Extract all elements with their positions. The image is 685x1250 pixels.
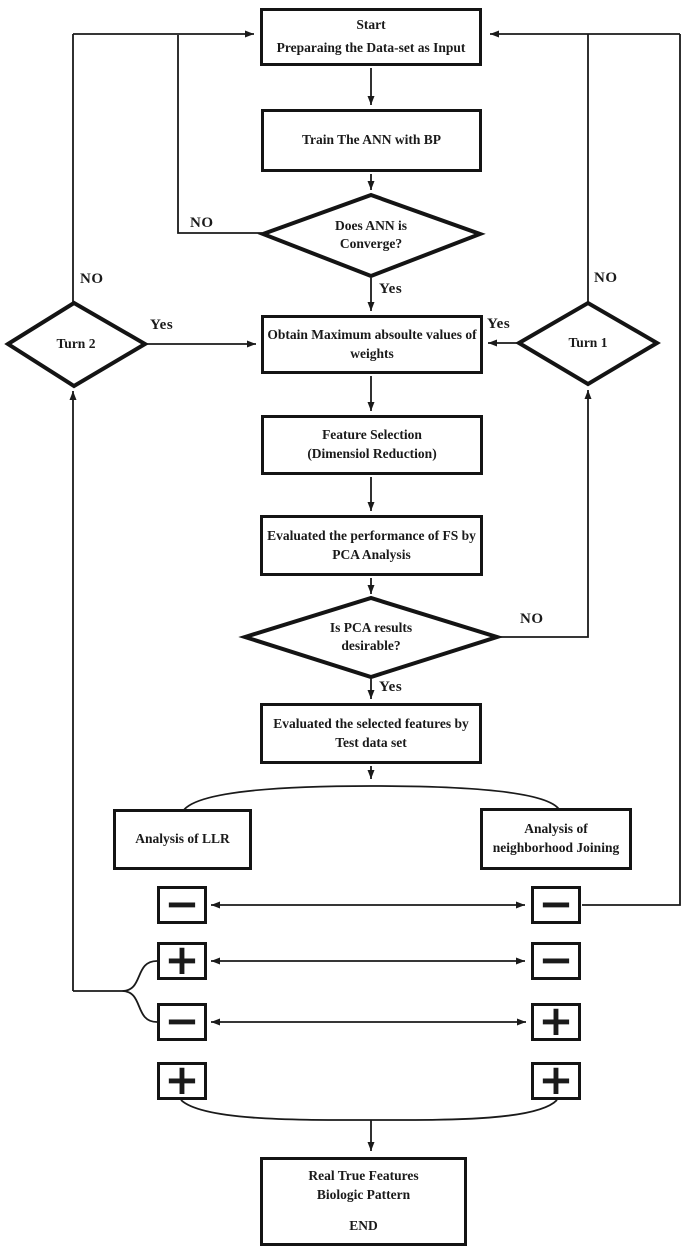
sign-row3-right: + [531, 1000, 581, 1042]
node-analysis-neighborhood: Analysis of neighborhood Joining [480, 808, 632, 870]
start-subtitle: Preparaing the Data-set as Input [276, 40, 466, 55]
evalfs-line1: Evaluated the performance of FS by [267, 527, 476, 543]
node-end: Real True Features Biologic Pattern END [260, 1157, 467, 1246]
sign-row2-right: − [531, 939, 581, 981]
node-eval-selected: Evaluated the selected features by Test … [260, 703, 482, 764]
node-analysis-llr: Analysis of LLR [113, 809, 252, 870]
converge-line1: Does ANN is [334, 217, 407, 233]
label-pca-yes: Yes [379, 679, 403, 695]
label-converge-no: NO [190, 215, 214, 231]
turn2-text: Turn 2 [56, 335, 96, 351]
edge-split-arc [181, 785, 561, 814]
train-label: Train The ANN with BP [301, 132, 442, 148]
edge-pca-no-turn1 [498, 390, 592, 638]
sign-row3-left: − [157, 1000, 207, 1042]
sign-row2-left: + [157, 939, 207, 981]
label-pca-no: NO [520, 611, 544, 627]
node-eval-fs-pca: Evaluated the performance of FS by PCA A… [260, 515, 483, 576]
obtain-line1: Obtain Maximum absoulte values of [267, 326, 477, 342]
diamond-converge [257, 192, 486, 279]
end-label: END [349, 1218, 378, 1234]
diamond-turn1 [515, 300, 661, 387]
label-turn2-yes: Yes [150, 317, 174, 333]
llr-label: Analysis of LLR [135, 831, 230, 847]
node-obtain-weights: Obtain Maximum absoulte values of weight… [261, 315, 483, 374]
edge-bottom-merge-arc [180, 1099, 558, 1121]
label-turn1-yes: Yes [487, 316, 511, 332]
edge-brace-curly [121, 960, 158, 1023]
obtain-line2: weights [350, 345, 394, 361]
sign-row4-left: + [157, 1059, 207, 1101]
evalsel-line1: Evaluated the selected features by [273, 715, 469, 731]
nj-line1: Analysis of [524, 821, 588, 837]
label-turn2-no: NO [80, 271, 104, 287]
diamond-pca [238, 595, 504, 680]
turn2-label: Turn 2 [26, 331, 126, 357]
turn1-label: Turn 1 [538, 330, 638, 356]
evalsel-line2: Test data set [335, 734, 407, 750]
converge-line2: Converge? [339, 236, 403, 251]
node-start: Start Preparaing the Data-set as Input [260, 8, 482, 66]
diamond-turn2 [4, 300, 149, 389]
nj-line2: neighborhood Joining [492, 840, 620, 855]
edge-converge-no-loop [177, 35, 262, 234]
label-converge-yes: Yes [379, 281, 403, 297]
fs-line2: (Dimensiol Reduction) [307, 446, 437, 461]
start-title: Start [356, 17, 386, 33]
fs-line1: Feature Selection [322, 427, 422, 443]
converge-question: Does ANN is Converge? [291, 214, 451, 256]
sign-row1-right: − [531, 883, 581, 925]
sign-row1-left: − [157, 883, 207, 925]
label-turn1-no: NO [594, 270, 618, 286]
node-train: Train The ANN with BP [261, 109, 482, 172]
node-feature-selection: Feature Selection (Dimensiol Reduction) [261, 415, 483, 475]
end-line1: Real True Features [308, 1167, 419, 1183]
pca-question: Is PCA results desirable? [291, 616, 451, 658]
end-line2: Biologic Pattern [316, 1186, 411, 1202]
turn1-text: Turn 1 [568, 334, 608, 350]
sign-row4-right: + [531, 1059, 581, 1101]
evalfs-line2: PCA Analysis [332, 546, 411, 562]
pca-line1: Is PCA results [329, 619, 413, 635]
pca-line2: desirable? [341, 638, 401, 653]
edge-row1-right-up [582, 34, 681, 906]
